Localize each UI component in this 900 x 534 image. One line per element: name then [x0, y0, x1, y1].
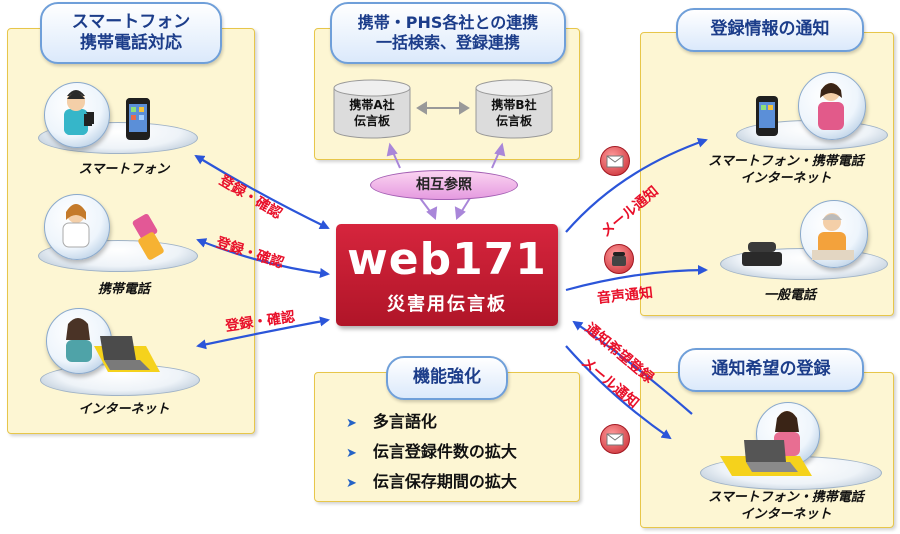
db-b-label: 携帯B社 伝言板	[491, 98, 537, 128]
top-title-line2: 一括検索、登録連携	[375, 33, 520, 52]
notify-smartphone-icon	[756, 96, 778, 136]
arrow-mail-notify-top	[565, 137, 708, 233]
smartphone-device	[126, 98, 150, 140]
notify-title: 登録情報の通知	[710, 19, 830, 40]
mutual-reference-badge: 相互参照	[370, 170, 518, 200]
mutual-arrows	[386, 142, 506, 221]
request-title: 通知希望の登録	[711, 359, 831, 380]
arrow-notify-request	[572, 320, 693, 415]
left-panel-title: スマートフォン 携帯電話対応	[40, 2, 222, 64]
notify-caption-1: スマートフォン・携帯電話 インターネット	[708, 154, 864, 186]
arrow-smartphone	[194, 154, 330, 230]
internet-user-figure	[66, 318, 92, 362]
request-laptop-icon	[720, 440, 812, 476]
mobile-user-figure	[62, 204, 90, 248]
notify-caption-2: 一般電話	[763, 288, 816, 303]
phone-user-figure	[812, 213, 854, 260]
notify-user-figure	[818, 83, 844, 130]
database-a-icon	[333, 79, 411, 139]
feature-panel-title: 機能強化	[386, 356, 508, 400]
feature-item-3: ➤伝言保存期間の拡大	[346, 472, 517, 491]
flip-phone-device	[132, 214, 164, 260]
arrow-internet	[196, 316, 330, 350]
arrow-mail-notify-bottom	[565, 345, 672, 440]
db-a-label: 携帯A社 伝言板	[349, 98, 395, 128]
mail-icon-top	[600, 146, 630, 176]
request-caption: スマートフォン・携帯電話 インターネット	[708, 490, 864, 522]
web171-logo: web171	[347, 234, 547, 285]
feature-title: 機能強化	[413, 367, 481, 388]
db-link-arrow	[416, 101, 470, 115]
bullet-arrow-icon: ➤	[346, 416, 357, 431]
smartphone-user-figure	[64, 92, 92, 135]
notify-panel-title: 登録情報の通知	[676, 8, 864, 52]
feature-item-1: ➤多言語化	[346, 412, 437, 431]
desk-phone-icon	[742, 242, 782, 266]
top-title-line1: 携帯・PHS各社との連携	[357, 13, 539, 32]
request-panel-title: 通知希望の登録	[678, 348, 864, 392]
request-user-figure	[774, 411, 800, 456]
feature-item-2: ➤伝言登録件数の拡大	[346, 442, 517, 461]
arrow-voice-notify	[565, 265, 708, 292]
mail-icon-bottom	[600, 424, 630, 454]
top-panel-title: 携帯・PHS各社との連携 一括検索、登録連携	[330, 2, 566, 64]
arrow-mobile	[196, 238, 330, 278]
caption-smartphone: スマートフォン	[78, 162, 170, 177]
bullet-arrow-icon: ➤	[346, 476, 357, 491]
caption-mobile: 携帯電話	[97, 282, 150, 297]
web171-subtitle: 災害用伝言板	[387, 294, 507, 315]
database-b-icon	[475, 79, 553, 139]
web171-logo-box: web171 災害用伝言板	[336, 224, 558, 326]
caption-internet: インターネット	[78, 402, 170, 417]
laptop-device	[94, 336, 160, 372]
left-title-line2: 携帯電話対応	[80, 33, 182, 53]
bullet-arrow-icon: ➤	[346, 446, 357, 461]
left-title-line1: スマートフォン	[71, 11, 191, 32]
phone-badge-icon	[604, 244, 634, 274]
